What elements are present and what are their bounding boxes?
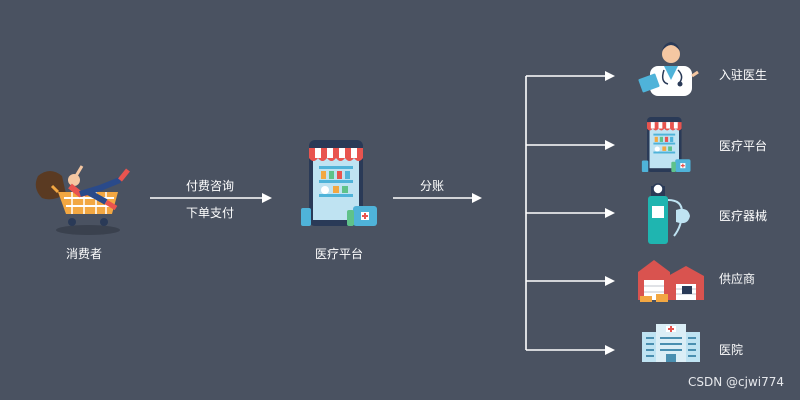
oxygen-tank-icon	[648, 183, 690, 244]
medical-platform-icon	[300, 139, 378, 227]
recipient-label-devices: 医疗器械	[719, 209, 768, 223]
distribution-branches	[525, 71, 615, 355]
split-label: 分账	[420, 179, 445, 193]
recipient-label-doctor: 入驻医生	[719, 68, 768, 82]
consumer-label: 消费者	[66, 247, 103, 261]
consumer-shopping-cart-icon	[35, 165, 130, 235]
recipient-label-platform: 医疗平台	[719, 139, 768, 153]
recipient-label-hospital: 医院	[719, 343, 744, 357]
doctor-icon	[638, 42, 699, 96]
warehouse-icon	[638, 260, 704, 302]
payment-label-line2: 下单支付	[186, 206, 235, 220]
hospital-icon	[642, 324, 700, 362]
platform-label: 医疗平台	[315, 247, 364, 261]
pharmacy-phone-icon	[641, 116, 692, 173]
payment-label-line1: 付费咨询	[186, 179, 235, 193]
watermark: CSDN @cjwi774	[687, 375, 784, 389]
recipient-label-supplier: 供应商	[719, 272, 756, 286]
